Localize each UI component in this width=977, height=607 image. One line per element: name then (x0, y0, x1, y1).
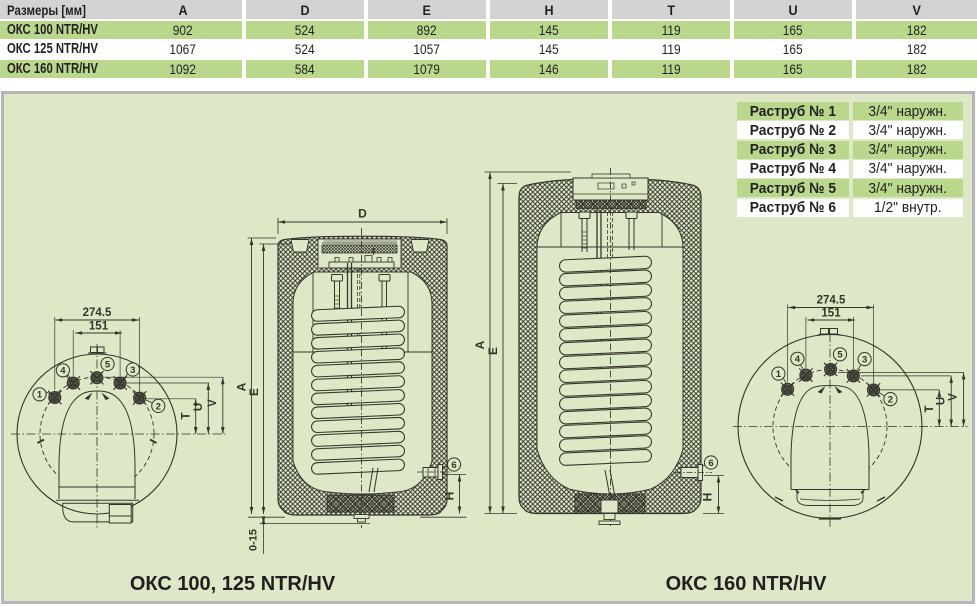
svg-text:274.5: 274.5 (817, 295, 846, 307)
svg-text:H: H (701, 493, 715, 502)
svg-text:5: 5 (837, 350, 843, 361)
svg-text:T: T (181, 412, 193, 419)
svg-text:6: 6 (451, 460, 456, 471)
svg-text:5: 5 (105, 359, 111, 370)
svg-text:V: V (948, 393, 960, 401)
svg-text:151: 151 (89, 321, 109, 333)
svg-text:2: 2 (156, 401, 161, 412)
svg-text:U: U (936, 397, 948, 405)
svg-text:A: A (235, 382, 249, 391)
svg-text:T: T (924, 405, 936, 412)
svg-text:H: H (443, 492, 457, 501)
svg-text:U: U (193, 403, 205, 411)
svg-text:0-15: 0-15 (248, 529, 260, 551)
svg-text:1: 1 (37, 390, 43, 401)
svg-text:4: 4 (60, 366, 66, 377)
svg-text:D: D (358, 207, 367, 221)
svg-text:E: E (247, 388, 261, 396)
svg-text:3: 3 (130, 365, 135, 376)
svg-text:3: 3 (862, 355, 867, 366)
svg-text:151: 151 (821, 308, 841, 320)
svg-text:V: V (207, 399, 219, 407)
svg-text:4: 4 (795, 354, 801, 365)
svg-text:A: A (473, 340, 487, 349)
svg-text:2: 2 (888, 395, 893, 406)
svg-text:274.5: 274.5 (83, 307, 112, 319)
svg-text:1: 1 (776, 369, 782, 380)
svg-text:6: 6 (708, 458, 713, 469)
svg-text:E: E (486, 347, 500, 355)
